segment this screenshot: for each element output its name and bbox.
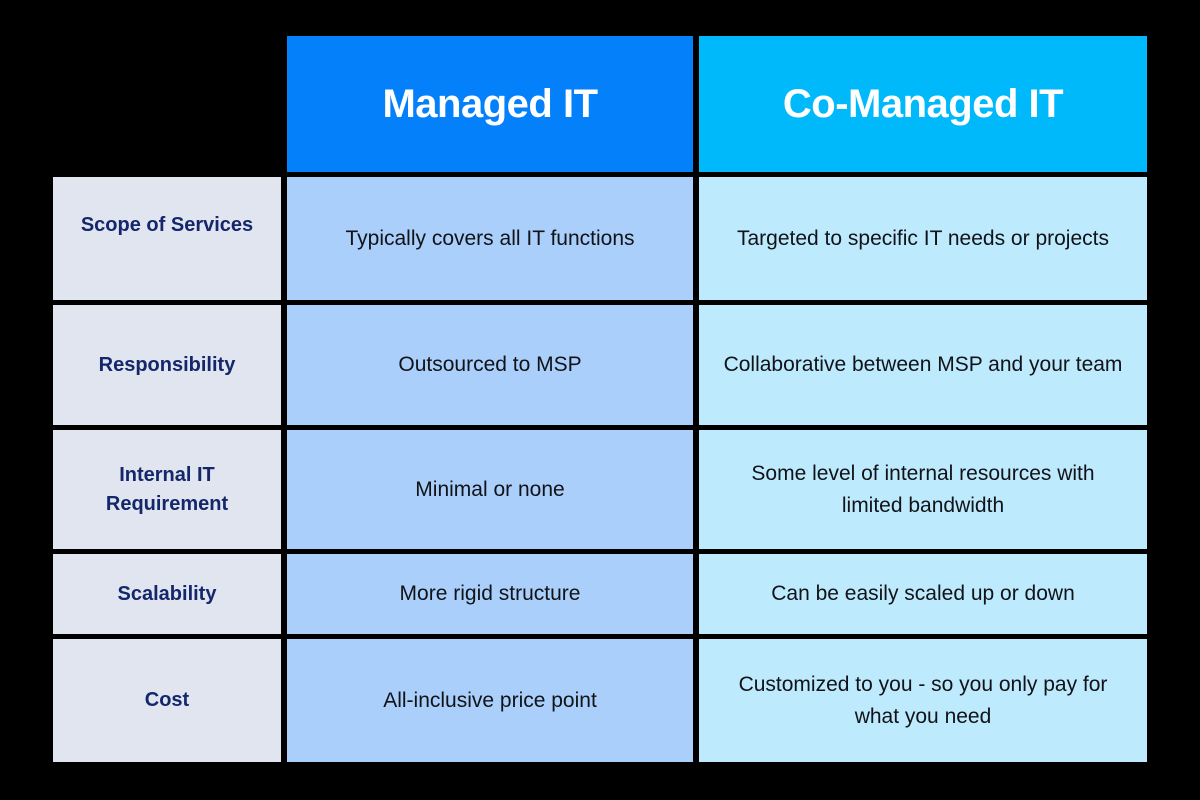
cell-scalability-managed-text: More rigid structure <box>399 582 581 606</box>
cell-scope-of-services-comanaged: Targeted to specific IT needs or project… <box>699 177 1147 300</box>
cell-scope-of-services-managed: Typically covers all IT functions <box>287 177 693 300</box>
column-header-managed-it: Managed IT <box>287 36 693 172</box>
cell-internal-it-requirement-comanaged-text: Some level of internal resources with li… <box>751 462 1095 517</box>
cell-scope-of-services-managed-text: Typically covers all IT functions <box>345 226 635 250</box>
cell-scalability-comanaged-text: Can be easily scaled up or down <box>771 582 1075 606</box>
column-header-co-managed-it: Co-Managed IT <box>699 36 1147 172</box>
column-header-co-managed-it-label: Co-Managed IT <box>782 82 1064 126</box>
row-label-cost-text: Cost <box>144 689 190 711</box>
row-label-scope-of-services: Scope of Services <box>53 177 281 300</box>
cell-cost-managed-text: All-inclusive price point <box>383 688 597 712</box>
row-label-cost: Cost <box>53 639 281 762</box>
cell-responsibility-managed: Outsourced to MSP <box>287 305 693 425</box>
cell-responsibility-managed-text: Outsourced to MSP <box>398 353 582 377</box>
cell-internal-it-requirement-comanaged: Some level of internal resources with li… <box>699 430 1147 549</box>
comparison-table: Managed IT Co-Managed IT Scope of Servic… <box>53 36 1147 762</box>
cell-internal-it-requirement-managed: Minimal or none <box>287 430 693 549</box>
row-label-scalability-text: Scalability <box>117 582 217 605</box>
column-header-managed-it-label: Managed IT <box>382 82 598 126</box>
cell-internal-it-requirement-managed-text: Minimal or none <box>415 477 565 501</box>
cell-responsibility-comanaged-text: Collaborative between MSP and your team <box>723 353 1123 377</box>
comparison-table-grid: Managed IT Co-Managed IT Scope of Servic… <box>53 36 1147 762</box>
row-label-scalability: Scalability <box>53 554 281 634</box>
cell-responsibility-comanaged: Collaborative between MSP and your team <box>699 305 1147 425</box>
row-label-internal-it-requirement-text: Internal IT Requirement <box>105 463 229 515</box>
table-corner-blank <box>53 36 281 172</box>
cell-cost-comanaged: Customized to you - so you only pay for … <box>699 639 1147 762</box>
cell-cost-managed: All-inclusive price point <box>287 639 693 762</box>
row-label-responsibility: Responsibility <box>53 305 281 425</box>
row-label-responsibility-text: Responsibility <box>98 353 236 376</box>
cell-cost-comanaged-text: Customized to you - so you only pay for … <box>738 673 1108 728</box>
cell-scalability-comanaged: Can be easily scaled up or down <box>699 554 1147 634</box>
row-label-scope-of-services-text: Scope of Services <box>80 214 254 236</box>
cell-scalability-managed: More rigid structure <box>287 554 693 634</box>
row-label-internal-it-requirement: Internal IT Requirement <box>53 430 281 549</box>
cell-scope-of-services-comanaged-text: Targeted to specific IT needs or project… <box>737 226 1109 250</box>
